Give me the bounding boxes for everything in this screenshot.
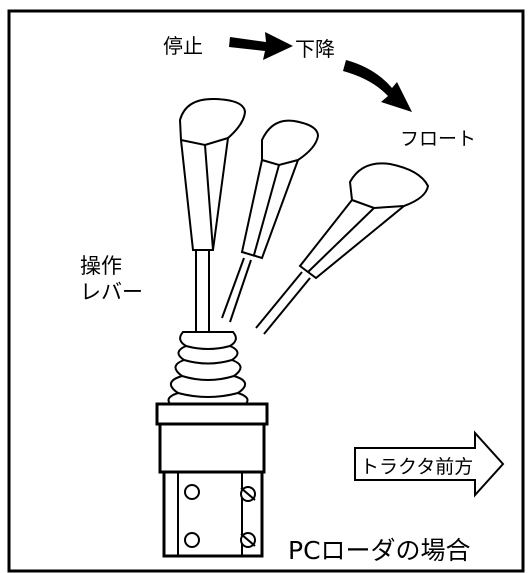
lever-stop-position [178, 97, 247, 332]
arrow-stop-to-down-icon [229, 32, 293, 60]
tractor-forward-arrow-icon [354, 430, 505, 498]
label-tractor-forward: トラクタ前方 [360, 456, 474, 478]
lever-down-position [221, 119, 320, 323]
label-down: 下降 [295, 37, 335, 61]
diagram-border [7, 9, 525, 573]
label-pc-loader-case: PCローダの場合 [288, 536, 471, 565]
base-screws [184, 484, 256, 548]
lever-float-position [255, 162, 430, 335]
label-stop: 停止 [163, 34, 203, 58]
lever-boot [167, 331, 249, 409]
arrow-down-to-float-icon [343, 60, 412, 112]
label-float: フロート [400, 128, 477, 150]
label-operation-lever-line2: レバー [80, 280, 143, 304]
label-operation-lever-line1: 操作 [80, 254, 122, 278]
